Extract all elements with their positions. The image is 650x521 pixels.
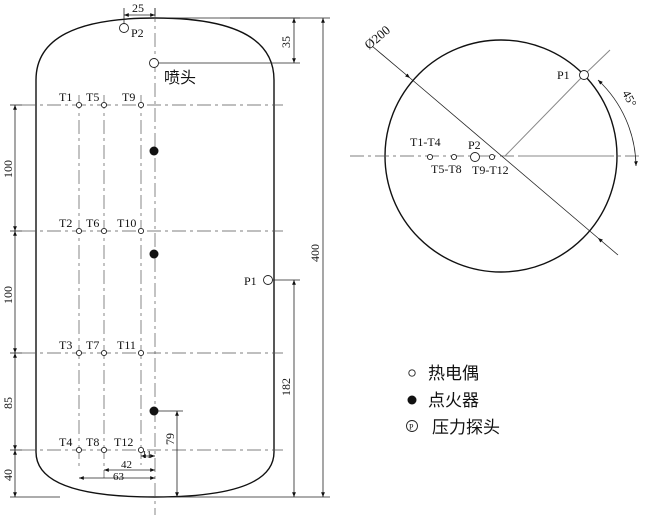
vessel-side-view (22, 8, 283, 515)
legend-pressure-probe-label: 压力探头 (432, 418, 500, 438)
dim-79: 79 (163, 433, 177, 445)
top-label-p1: P1 (557, 68, 570, 82)
label-t5: T5 (86, 90, 99, 104)
dim-400: 400 (308, 244, 322, 262)
thermocouple-t4 (75, 446, 83, 454)
thermocouple-t10 (137, 227, 145, 235)
igniter-2 (149, 249, 159, 259)
label-p2: P2 (131, 26, 144, 40)
label-t12: T12 (114, 435, 133, 449)
dim-100-upper: 100 (1, 160, 15, 178)
dim-11: 11 (142, 450, 152, 461)
thermocouple-t8 (100, 446, 108, 454)
thermocouple-t12 (137, 446, 145, 454)
label-t9: T9 (122, 90, 135, 104)
label-t7: T7 (86, 338, 99, 352)
thermocouple-t11 (137, 349, 145, 357)
igniter-3 (149, 406, 159, 416)
diameter-line (409, 77, 599, 239)
dim-100-lower: 100 (1, 286, 15, 304)
vessel-top-view: Ø200 45° P1 P2 T1-T4 T5-T8 T9-T12 (350, 22, 640, 273)
dim-182: 182 (279, 378, 293, 396)
dim-35: 35 (279, 36, 293, 48)
thermocouple-t6 (100, 227, 108, 235)
dim-diameter: Ø200 (361, 22, 393, 52)
top-thermocouple-t5-t8 (450, 153, 458, 161)
top-thermocouple-t9-t12 (488, 153, 496, 161)
dimensions-side: 25 35 400 182 100 100 85 40 79 (1, 1, 330, 498)
dim-40: 40 (1, 469, 15, 481)
diameter-leader-upper (371, 45, 411, 79)
probe-p1 (263, 275, 273, 285)
vessel-outline (35, 17, 275, 498)
thermocouple-t9 (137, 101, 145, 109)
p1-extension (583, 49, 611, 76)
label-t2: T2 (59, 216, 72, 230)
igniters (149, 146, 159, 416)
legend-igniter-label: 点火器 (428, 391, 479, 411)
top-thermocouple-t1-t4 (426, 153, 434, 161)
dim-25: 25 (132, 1, 144, 15)
dim-63: 63 (113, 471, 125, 483)
label-p1: P1 (244, 274, 257, 288)
label-t6: T6 (86, 216, 99, 230)
angle-arc (597, 79, 638, 167)
legend-p-symbol: P (409, 423, 414, 432)
label-t3: T3 (59, 338, 72, 352)
top-label-p2: P2 (468, 138, 481, 152)
thermocouple-t1 (75, 101, 83, 109)
legend-pressure-probe-icon (406, 420, 418, 432)
label-t11: T11 (117, 338, 136, 352)
legend-thermocouple-icon (408, 369, 416, 377)
nozzle-marker (149, 58, 159, 68)
dim-85: 85 (1, 397, 15, 409)
diameter-leader-lower (597, 237, 619, 256)
sensor-labels: T1 T5 T9 T2 T6 T10 T3 T7 T11 T4 T8 T12 (59, 90, 136, 449)
top-label-t5-t8: T5-T8 (431, 162, 462, 176)
label-t1: T1 (59, 90, 72, 104)
legend-thermocouple-label: 热电偶 (428, 364, 479, 384)
thermocouples (75, 101, 145, 454)
igniter-1 (149, 146, 159, 156)
dim-42: 42 (121, 459, 132, 471)
nozzle-label: 喷头 (164, 68, 196, 87)
top-label-t1-t4: T1-T4 (410, 135, 441, 149)
top-probe-p2 (470, 152, 480, 162)
thermocouple-t7 (100, 349, 108, 357)
probe-p2 (119, 23, 129, 33)
top-label-t9-t12: T9-T12 (472, 163, 509, 177)
thermocouple-t5 (100, 101, 108, 109)
p1-direction-line (504, 74, 585, 157)
label-t10: T10 (117, 216, 136, 230)
thermocouple-t3 (75, 349, 83, 357)
thermocouple-t2 (75, 227, 83, 235)
legend: 热电偶 点火器 P 压力探头 (406, 364, 500, 438)
top-probe-p1 (579, 70, 589, 80)
label-t8: T8 (86, 435, 99, 449)
dim-angle: 45° (619, 88, 639, 110)
legend-igniter-icon (407, 395, 417, 405)
label-t4: T4 (59, 435, 72, 449)
